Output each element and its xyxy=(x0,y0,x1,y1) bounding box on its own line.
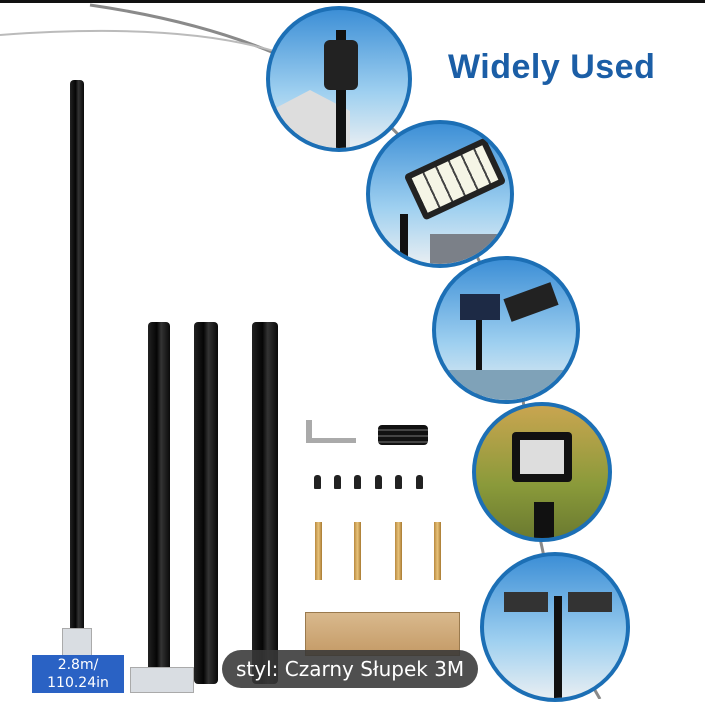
solar-street-light-icon xyxy=(366,120,514,268)
parking-light-icon xyxy=(480,552,630,702)
top-border xyxy=(0,0,705,3)
screw xyxy=(395,475,402,489)
base-plate xyxy=(62,628,92,656)
screw xyxy=(416,475,423,489)
screw xyxy=(375,475,382,489)
screw xyxy=(354,475,361,489)
size-label: 2.8m/ 110.24in xyxy=(32,655,124,693)
heading: Widely Used xyxy=(448,48,656,86)
floodlight-icon xyxy=(472,402,612,542)
screw xyxy=(334,475,341,489)
pole-section xyxy=(252,322,278,684)
solar-panel-light-icon xyxy=(432,256,580,404)
style-chip[interactable]: styl: Czarny Słupek 3M xyxy=(222,650,479,688)
screw xyxy=(314,475,321,489)
l-bolt xyxy=(306,420,312,442)
size-inches: 110.24in xyxy=(47,675,109,691)
anchor-bolt xyxy=(434,522,441,580)
anchor-bolt xyxy=(354,522,361,580)
anchor-bolt xyxy=(315,522,322,580)
garden-lantern-icon xyxy=(266,6,412,152)
size-meters: 2.8m/ xyxy=(57,657,99,673)
l-bolt xyxy=(306,438,356,443)
pole-cap xyxy=(378,425,428,445)
pole-section xyxy=(148,322,170,680)
pole-tall xyxy=(70,80,84,640)
base-plate xyxy=(130,667,194,693)
anchor-bolt xyxy=(395,522,402,580)
pole-section xyxy=(194,322,218,684)
